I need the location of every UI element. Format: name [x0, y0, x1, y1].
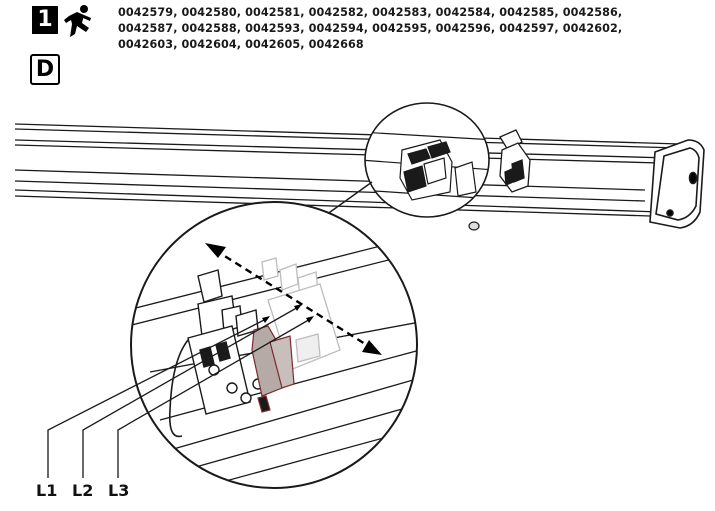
arrow-head-right-icon	[362, 340, 382, 355]
step-number-badge: 1	[32, 6, 58, 34]
screw-icon	[468, 221, 480, 231]
leader-line-l2	[82, 305, 301, 478]
leader-line-l1	[47, 317, 269, 478]
wire-label-l1: L1	[36, 481, 58, 500]
highlighted-contact	[251, 325, 295, 413]
article-number-line: 0042587, 0042588, 0042593, 0042594, 0042…	[118, 22, 623, 35]
arrow-head-left-icon	[205, 243, 226, 258]
detail-contents	[131, 235, 417, 488]
wire-loop	[168, 339, 189, 438]
luminaire-rail	[14, 123, 681, 217]
terminal-block-detail	[187, 269, 264, 415]
leader-line-l3	[117, 317, 313, 478]
article-number-list: 0042579, 0042580, 0042581, 0042582, 0042…	[118, 5, 698, 53]
terminal-block-small	[399, 139, 477, 201]
wire-label-l3: L3	[108, 481, 130, 500]
end-cap	[649, 139, 705, 229]
wire-label-l2: L2	[72, 481, 94, 500]
terminal-block-overview	[499, 129, 531, 193]
article-number-line: 0042603, 0042604, 0042605, 0042668	[118, 38, 364, 51]
running-man-icon	[62, 4, 94, 38]
slide-direction-arrow	[214, 248, 379, 354]
article-number-line: 0042579, 0042580, 0042581, 0042582, 0042…	[118, 6, 623, 19]
variant-badge: D	[30, 54, 60, 85]
